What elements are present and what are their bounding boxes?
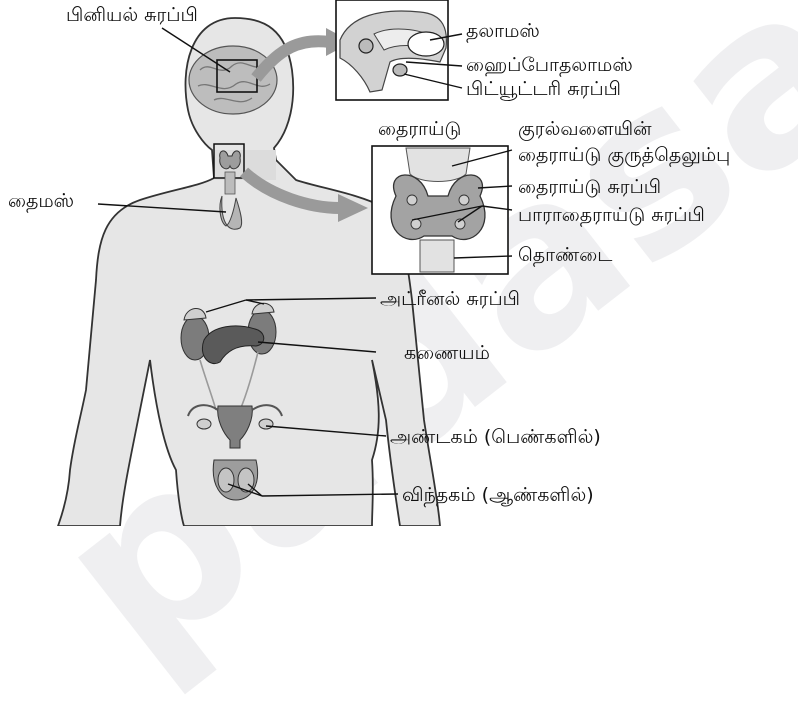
label-trachea: தொண்டை (518, 244, 612, 266)
label-pancreas: கணையம் (404, 342, 490, 364)
larynx-cartilage (406, 148, 470, 182)
label-hypothalamus: ஹைப்போதலாமஸ் (466, 54, 633, 76)
left-testis (218, 468, 234, 492)
label-testis: விந்தகம் (ஆண்களில்) (402, 484, 594, 506)
label-thymus: தைமஸ் (8, 190, 74, 212)
label-parathyroid-gland: பாராதைராய்டு சுரப்பி (518, 204, 705, 226)
label-larynx-line2: தைராய்டு குருத்தெலும்பு (518, 144, 730, 166)
label-adrenal-gland: அட்ரீனல் சுரப்பி (380, 288, 520, 310)
label-thyroid-gland: தைராய்டு சுரப்பி (518, 176, 661, 198)
trachea-small (225, 172, 235, 194)
label-thalamus: தலாமஸ் (466, 20, 540, 42)
brain-shape (189, 46, 277, 114)
parathyroid-1 (407, 195, 417, 205)
right-ovary (259, 419, 273, 429)
label-pituitary-gland: பிட்யூட்டரி சுரப்பி (466, 78, 621, 100)
label-pineal-gland: பினியல் சுரப்பி (66, 4, 198, 26)
parathyroid-2 (459, 195, 469, 205)
left-ovary (197, 419, 211, 429)
label-ovary: அண்டகம் (பெண்களில்) (390, 426, 601, 448)
label-larynx-line1: குரல்வளையின் (518, 118, 652, 140)
label-thyroid-title: தைராய்டு (378, 118, 461, 140)
thalamus-inset (408, 32, 444, 56)
trachea-large (420, 240, 454, 272)
pineal-gland-inset (359, 39, 373, 53)
